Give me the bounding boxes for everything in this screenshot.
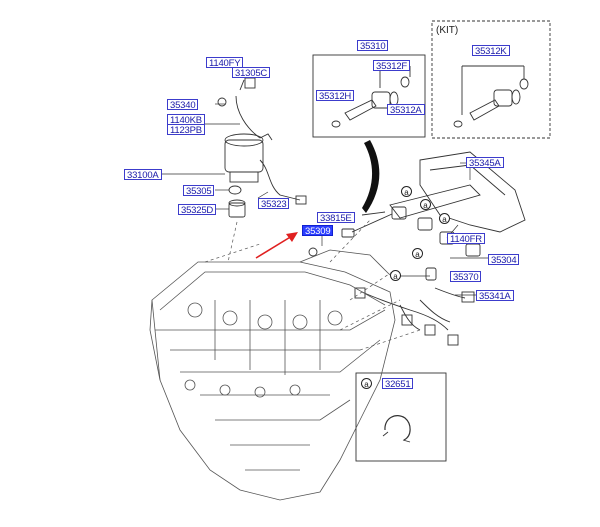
red-pointer-arrow xyxy=(255,232,298,259)
part-label-33815e[interactable]: 33815E xyxy=(317,212,355,224)
callout-a-5: a xyxy=(390,270,401,281)
part-label-35305[interactable]: 35305 xyxy=(183,185,215,197)
callout-a-3: a xyxy=(439,213,450,224)
kit-inset-box xyxy=(431,20,551,139)
part-label-35312a[interactable]: 35312A xyxy=(387,104,425,116)
reference-lines xyxy=(204,219,421,351)
fuel-pump-drawing xyxy=(217,77,307,218)
part-label-1140fr[interactable]: 1140FR xyxy=(447,233,485,245)
clip-drawing xyxy=(382,415,411,443)
part-label-33100a[interactable]: 33100A xyxy=(124,169,162,181)
part-label-35312h[interactable]: 35312H xyxy=(316,90,355,102)
part-label-1140fy[interactable]: 1140FY xyxy=(206,57,244,69)
leader-lines xyxy=(160,70,488,296)
wiring-harness-drawing xyxy=(354,287,475,346)
callout-a-2: a xyxy=(420,199,431,210)
part-label-35325d[interactable]: 35325D xyxy=(178,204,217,216)
engine-outline-drawing xyxy=(149,249,396,501)
injector-inset-box xyxy=(312,54,426,138)
part-label-35340[interactable]: 35340 xyxy=(167,99,199,111)
kit-title: (KIT) xyxy=(436,25,459,36)
part-label-35312k[interactable]: 35312K xyxy=(472,45,510,57)
part-label-35304[interactable]: 35304 xyxy=(488,254,520,266)
part-label-35341a[interactable]: 35341A xyxy=(476,290,514,302)
part-label-35323[interactable]: 35323 xyxy=(258,198,290,210)
callout-a-1: a xyxy=(401,186,412,197)
clip-inset-box xyxy=(355,372,447,462)
part-label-1123pb[interactable]: 1123PB xyxy=(167,124,205,136)
part-label-35310[interactable]: 35310 xyxy=(357,40,389,52)
part-label-32651[interactable]: 32651 xyxy=(382,378,414,390)
part-label-35370[interactable]: 35370 xyxy=(450,271,482,283)
part-label-35309-selected[interactable]: 35309 xyxy=(302,225,334,237)
part-label-35345a[interactable]: 35345A xyxy=(466,157,504,169)
callout-a-inset: a xyxy=(361,378,372,389)
part-label-35312f[interactable]: 35312F xyxy=(373,60,411,72)
kit-injector-drawing xyxy=(453,65,529,128)
callout-a-4: a xyxy=(412,248,423,259)
part-label-31305c[interactable]: 31305C xyxy=(232,67,271,79)
black-pointer-arrow xyxy=(362,140,380,213)
